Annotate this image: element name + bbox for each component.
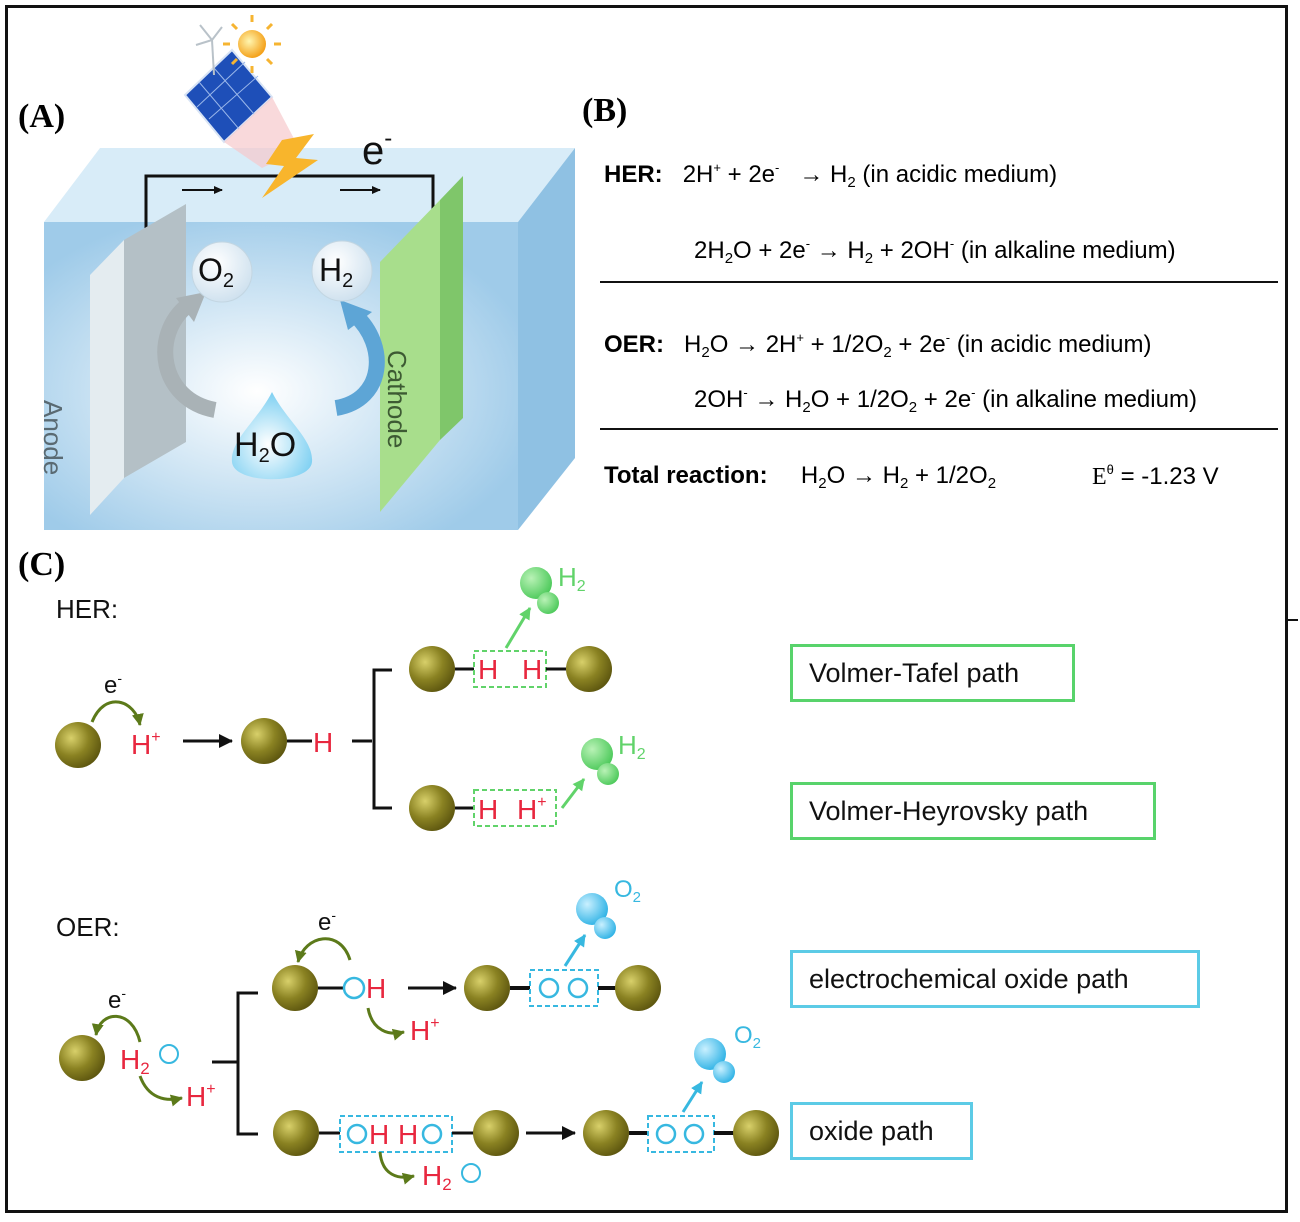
oer-proton-1: H+ (186, 1081, 216, 1112)
volmer-tafel-path-box: Volmer-Tafel path (790, 644, 1075, 702)
electron-label: e- (362, 125, 393, 173)
ooh-h1: H (369, 1119, 390, 1150)
panel-a-label: (A) (18, 98, 66, 135)
her-electron-label: e- (104, 670, 123, 699)
heyrovsky-h2-product: H2 (618, 730, 646, 763)
oer-title: OER: (56, 912, 120, 942)
water-label: H2O (234, 426, 297, 467)
h2-bubble (311, 240, 373, 302)
oer-acid-equation: OER: H2O → 2H+ + 1/2O2 + 2e- (in acidic … (604, 330, 1152, 361)
o2-bubble (191, 241, 253, 303)
anode-electrode (90, 204, 186, 515)
figure-frame (5, 5, 1288, 1213)
lightning-icon (262, 134, 318, 198)
divider-1 (600, 281, 1278, 283)
oxygen-cycle-arrowhead (176, 292, 206, 322)
standard-potential: Eθ = -1.23 V (1092, 462, 1219, 490)
heyrovsky-proton: H+ (517, 794, 547, 825)
h2-label: H2 (319, 252, 354, 292)
electrochemical-oxide-path-box: electrochemical oxide path (790, 950, 1200, 1008)
released-water: H2 (422, 1160, 452, 1194)
released-water-oxygen (461, 1163, 481, 1183)
wind-turbine-icon (195, 24, 223, 76)
oer-mechanism (59, 893, 779, 1185)
tafel-h2: H (522, 654, 543, 685)
oxide-path-box: oxide path (790, 1102, 973, 1160)
divider-2 (600, 428, 1278, 430)
eox-o2-product: O2 (614, 876, 642, 906)
her-title: HER: (56, 594, 119, 624)
ooh-h2: H (398, 1119, 419, 1150)
oxygen-cycle-arrow (157, 298, 217, 418)
her-proton-label: H+ (131, 729, 161, 760)
adsorbed-h-label: H (313, 727, 334, 758)
cathode-label: Cathode (382, 350, 412, 449)
oh-hydrogen: H (366, 973, 387, 1004)
cathode-electrode (380, 176, 463, 512)
tafel-h2-product: H2 (558, 562, 586, 595)
oxide-o2-product: O2 (734, 1022, 762, 1052)
heyrovsky-h: H (478, 794, 499, 825)
oer-water-oxygen (159, 1044, 179, 1064)
volmer-heyrovsky-path-box: Volmer-Heyrovsky path (790, 782, 1156, 840)
anode-label: Anode (38, 400, 68, 476)
hydrogen-cycle-arrowhead (340, 300, 372, 330)
oer-water-label: H2 (120, 1044, 150, 1078)
total-reaction-equation: Total reaction: H2O → H2 + 1/2O2 (604, 462, 997, 492)
panel-c-label: (C) (18, 546, 66, 583)
o2-label: O2 (198, 252, 235, 292)
oer-proton-2: H+ (410, 1015, 440, 1046)
hydrogen-cycle-arrow (334, 309, 385, 416)
oer-alkaline-equation: 2OH- → H2O + 1/2O2 + 2e- (in alkaline me… (694, 385, 1197, 416)
water-drop-icon (231, 392, 313, 480)
sun-icon (223, 15, 281, 73)
panel-b-label: (B) (582, 92, 628, 129)
oer-electron-label-2: e- (318, 907, 337, 936)
her-alkaline-equation: 2H2O + 2e- → H2 + 2OH- (in alkaline medi… (694, 236, 1176, 267)
her-mechanism (55, 567, 619, 831)
her-acid-equation: HER: 2H+ + 2e- → H2 (in acidic medium) (604, 160, 1058, 191)
oer-electron-label: e- (108, 985, 127, 1014)
tafel-h1: H (478, 654, 499, 685)
